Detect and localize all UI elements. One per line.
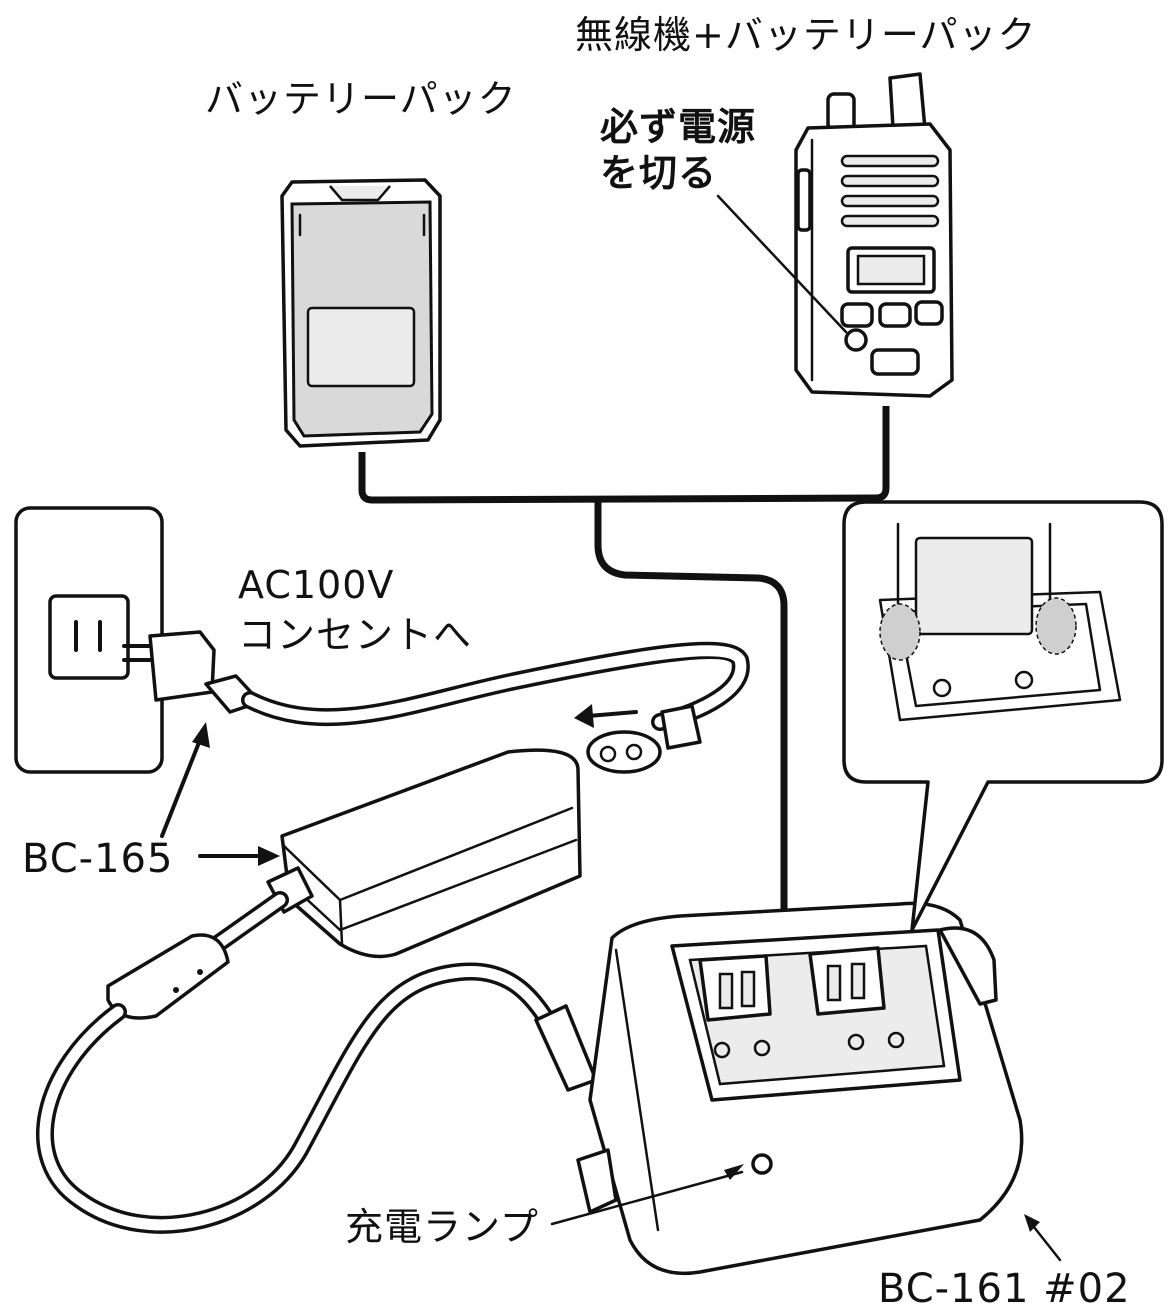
battery-pack-illustration <box>280 178 442 448</box>
label-adapter-model: BC-165 <box>22 836 173 882</box>
label-radio-plus-battery: 無線機+バッテリーパック <box>575 13 1036 57</box>
plug-model-leader <box>160 738 202 838</box>
power-button-leader <box>716 194 848 334</box>
ac-cord-illustration <box>122 630 750 774</box>
charger-slot-detail-inset <box>842 500 1164 932</box>
charge-lamp-leader <box>550 1170 744 1226</box>
label-ac-line1: AC100V <box>238 563 394 607</box>
radio-illustration <box>794 72 954 398</box>
charger-illustration <box>576 901 1024 1276</box>
ac-adapter-illustration <box>36 748 598 1234</box>
label-charger-model: BC-161 #02 <box>878 1266 1131 1312</box>
label-ac-line2: コンセントへ <box>238 613 472 657</box>
label-battery-pack: バッテリーパック <box>205 77 517 121</box>
label-power-off-line1: 必ず電源 <box>600 105 756 149</box>
label-power-off-line2: を切る <box>600 151 717 195</box>
charger-model-leader <box>1028 1220 1062 1262</box>
label-charge-lamp: 充電ランプ <box>345 1205 539 1249</box>
wall-outlet-illustration <box>14 506 164 774</box>
